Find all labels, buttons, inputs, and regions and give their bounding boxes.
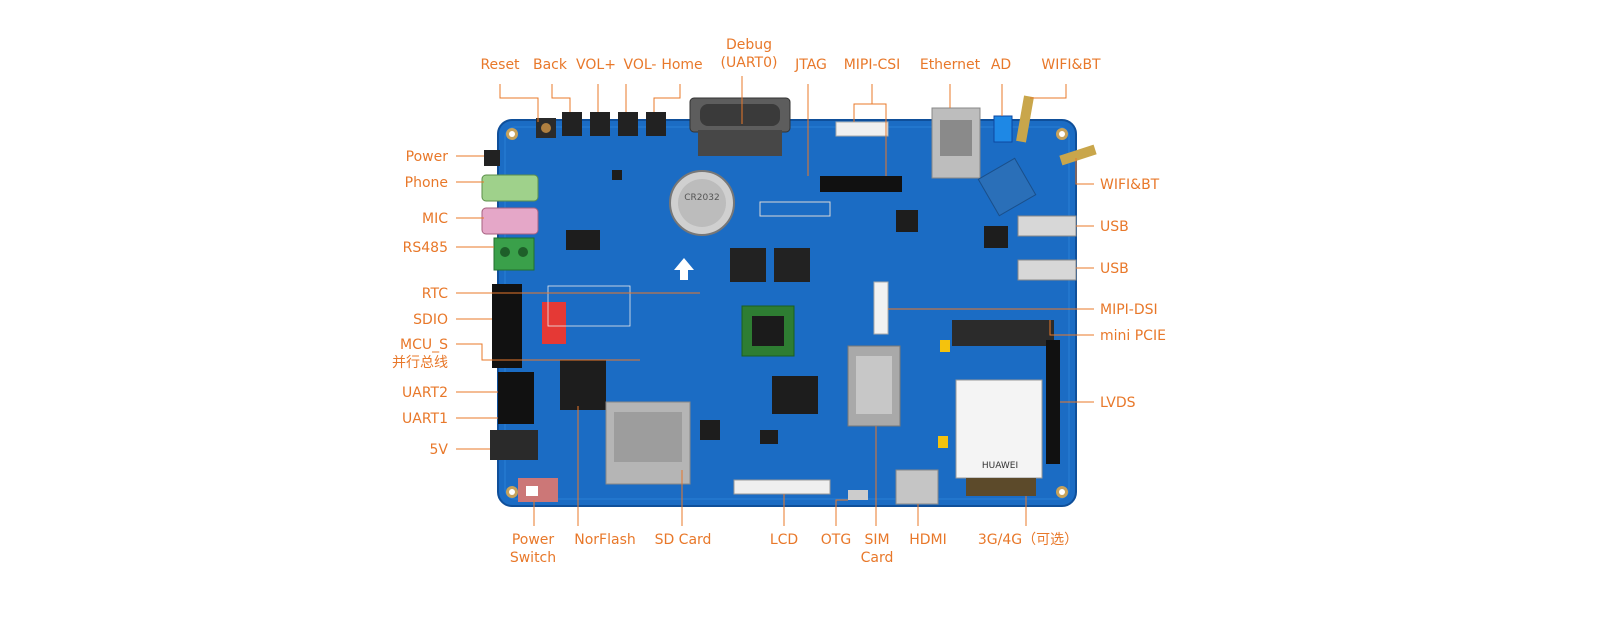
label-lcd: LCD xyxy=(769,532,799,548)
otg-port xyxy=(848,490,868,500)
label-sim-card-line2: Card xyxy=(860,550,894,566)
mini-pcie-slot xyxy=(952,320,1054,346)
battery-print: CR2032 xyxy=(684,193,719,203)
label-3g4g: 3G/4G（可选） xyxy=(977,532,1079,548)
antenna-top xyxy=(1016,95,1034,143)
label-power-switch-line2: Switch xyxy=(509,550,557,566)
leader-lines xyxy=(456,76,1094,526)
usb-port-2 xyxy=(1017,259,1077,281)
label-wifi-bt-top: WIFI&BT xyxy=(1041,57,1101,73)
label-power-switch: Power Switch xyxy=(500,531,566,567)
vol-plus-button-part xyxy=(590,112,610,136)
label-lvds: LVDS xyxy=(1100,395,1136,411)
ram-chip-2 xyxy=(774,248,810,282)
label-mcu-s: MCU_S 并行总线 xyxy=(370,336,448,372)
label-wifi-bt-right: WIFI&BT xyxy=(1100,177,1160,193)
antenna-right xyxy=(1059,144,1097,166)
label-power-switch-line1: Power xyxy=(511,532,555,548)
label-usb-1: USB xyxy=(1100,219,1129,235)
label-hdmi: HDMI xyxy=(909,532,947,548)
phone-jack xyxy=(481,174,539,202)
rs485-terminal xyxy=(493,237,535,271)
ad-connector xyxy=(993,115,1013,143)
label-rs485: RS485 xyxy=(402,240,448,256)
label-mic: MIC xyxy=(422,211,448,227)
label-sim-card: SIM Card xyxy=(856,531,898,567)
label-debug-line2: (UART0) xyxy=(720,55,778,71)
dip-switch xyxy=(542,302,566,344)
label-jtag: JTAG xyxy=(795,57,827,73)
label-ethernet: Ethernet xyxy=(919,57,981,73)
back-button-part xyxy=(562,112,582,136)
norflash-chip xyxy=(560,360,606,410)
label-uart1: UART1 xyxy=(402,411,448,427)
lvds-header xyxy=(1046,340,1060,464)
label-phone: Phone xyxy=(404,175,448,191)
label-otg: OTG xyxy=(820,532,852,548)
label-norflash: NorFlash xyxy=(574,532,636,548)
label-sim-card-line1: SIM xyxy=(864,532,890,548)
jtag-header xyxy=(820,176,902,192)
label-5v: 5V xyxy=(429,442,448,458)
label-rtc: RTC xyxy=(421,286,448,302)
dc-jack xyxy=(490,430,538,460)
mipi-dsi-connector xyxy=(873,281,889,335)
label-reset: Reset xyxy=(480,57,520,73)
label-debug: Debug (UART0) xyxy=(714,36,784,72)
label-debug-line1: Debug xyxy=(725,37,773,53)
label-back: Back xyxy=(533,57,567,73)
label-usb-2: USB xyxy=(1100,261,1129,277)
home-button-part xyxy=(646,112,666,136)
module-3g4g xyxy=(955,379,1043,479)
pmic-chip xyxy=(772,376,818,414)
label-sdio: SDIO xyxy=(413,312,448,328)
label-power: Power xyxy=(405,149,448,165)
power-jack-left xyxy=(484,150,500,166)
label-vol-minus: VOL- xyxy=(623,57,657,73)
label-ad: AD xyxy=(990,57,1012,73)
hdmi-port xyxy=(895,469,939,505)
wifi-module xyxy=(977,157,1037,217)
left-pin-header xyxy=(492,284,522,368)
lcd-connector xyxy=(733,479,831,495)
label-mipi-dsi: MIPI-DSI xyxy=(1100,302,1158,318)
label-mcu-s-line1: MCU_S xyxy=(400,337,448,353)
vol-minus-button-part xyxy=(618,112,638,136)
usb-port-1 xyxy=(1017,215,1077,237)
ram-chip-1 xyxy=(730,248,766,282)
label-mipi-csi: MIPI-CSI xyxy=(843,57,901,73)
label-sd-card: SD Card xyxy=(654,532,712,548)
label-mcu-s-line2: 并行总线 xyxy=(392,355,448,371)
uart-headers xyxy=(498,372,534,424)
label-uart2: UART2 xyxy=(402,385,448,401)
label-mini-pcie: mini PCIE xyxy=(1100,328,1166,344)
module-brand-print: HUAWEI xyxy=(982,461,1018,471)
mic-jack xyxy=(481,207,539,235)
mipi-csi-connector xyxy=(835,121,889,137)
label-home: Home xyxy=(661,57,703,73)
label-vol-plus: VOL+ xyxy=(576,57,616,73)
